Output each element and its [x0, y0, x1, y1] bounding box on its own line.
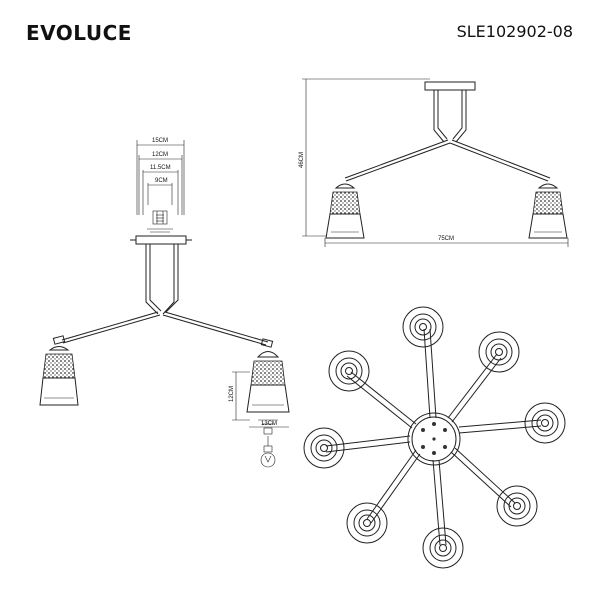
plan-lamp-bottom-right — [496, 485, 538, 527]
canopy-detail: 15CM 12CM 11.5CM 9CM — [136, 138, 185, 233]
dim-canopy-plate-width: 11.5CM — [150, 165, 171, 171]
plan-lamp-right — [524, 402, 566, 444]
plan-lamp-top-right — [478, 331, 520, 373]
brand-logo: EVOLUCE — [26, 21, 132, 45]
front-view: 12CM 13CM — [39, 235, 290, 468]
dim-height: 46CM — [299, 152, 305, 168]
plan-lamp-top-left — [328, 350, 370, 392]
dim-shade-width: 13CM — [261, 421, 277, 427]
bulb-icon — [260, 436, 276, 468]
elevation-view: 46CM 75CM — [299, 78, 569, 247]
dim-canopy-mount-width: 9CM — [155, 178, 168, 184]
model-number: SLE102902-08 — [456, 22, 573, 41]
dim-total-width: 75CM — [438, 236, 454, 242]
dim-canopy-width: 15CM — [152, 138, 168, 144]
plan-view — [303, 306, 566, 569]
dim-shade-height: 12CM — [229, 386, 235, 402]
plan-lamp-top — [402, 306, 444, 348]
plan-lamp-left — [303, 427, 345, 469]
dim-canopy-inner-width: 12CM — [152, 152, 168, 158]
plan-lamp-bottom — [422, 527, 464, 569]
plan-lamp-bottom-left — [346, 502, 388, 544]
